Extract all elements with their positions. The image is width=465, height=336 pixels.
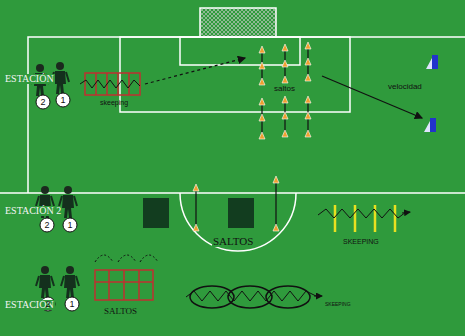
player-number: 2 — [40, 98, 45, 107]
exercise-label: SKEEPING — [343, 238, 379, 245]
player-number: 1 — [69, 300, 74, 309]
player-number: 2 — [44, 221, 49, 230]
exercise-label: SALTOS — [104, 307, 137, 316]
player-number: 2 — [45, 300, 50, 309]
exercise-label: SKEEPING — [325, 302, 351, 307]
exercise-label: saltos — [273, 85, 296, 93]
station-label: ESTACIÓN 2 — [4, 206, 62, 216]
player-number: 1 — [67, 221, 72, 230]
exercise-label: skeeping — [100, 99, 128, 106]
player-number: 1 — [60, 96, 65, 105]
station-label: ESTACIÓN — [4, 74, 55, 84]
exercise-label: velocidad — [388, 83, 422, 91]
exercise-label: SALTOS — [212, 236, 254, 247]
